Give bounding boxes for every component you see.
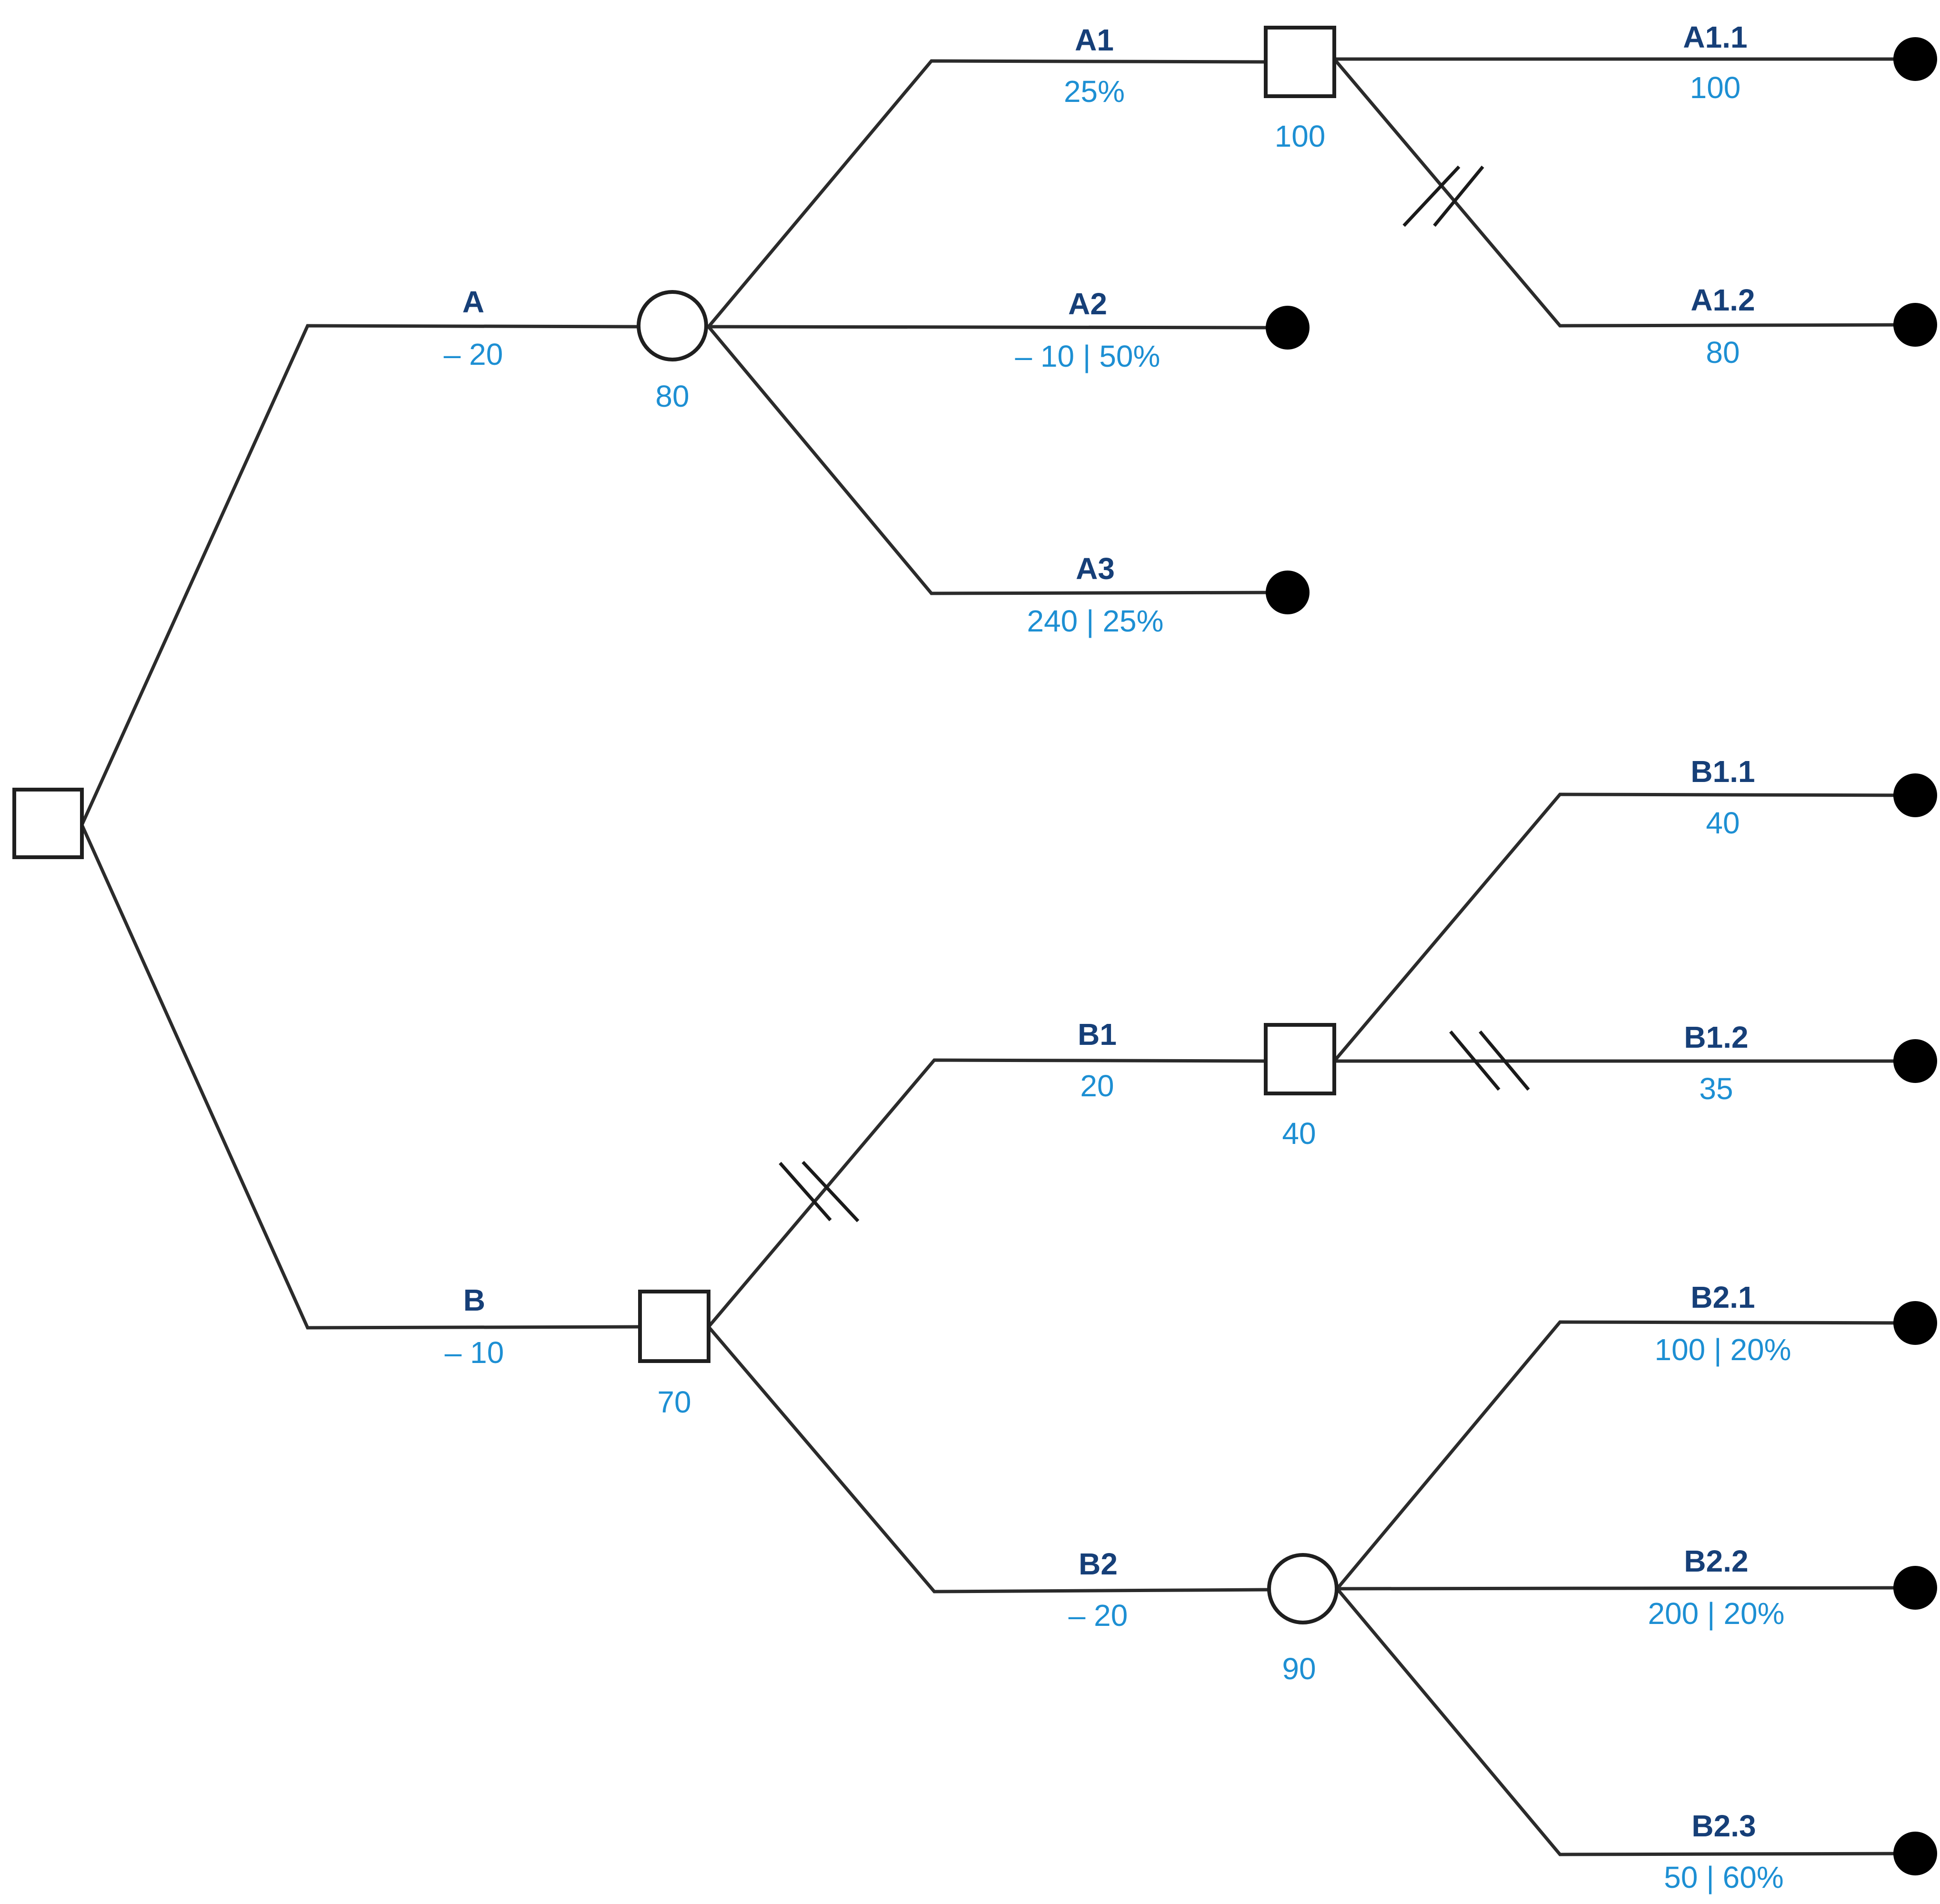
branch-name-b1: B1 bbox=[1078, 1017, 1117, 1052]
terminal-a1-1 bbox=[1893, 37, 1937, 81]
branch-value-b2-2: 200 | 20% bbox=[1648, 1596, 1784, 1631]
branch-value-a1: 25% bbox=[1064, 74, 1125, 109]
root-decision-node bbox=[12, 788, 84, 859]
branch-value-a1-2: 80 bbox=[1706, 335, 1740, 370]
branch-value-a2: – 10 | 50% bbox=[1015, 339, 1160, 373]
terminal-b2-1 bbox=[1893, 1301, 1937, 1345]
branch-line-b2 bbox=[707, 1325, 1270, 1593]
branch-line-a1 bbox=[707, 59, 1268, 329]
prune-mark-b1-2 bbox=[1449, 1030, 1530, 1091]
branch-name-b2-2: B2.2 bbox=[1684, 1544, 1748, 1578]
terminal-b2-2 bbox=[1893, 1566, 1937, 1610]
branch-name-a1-1: A1.1 bbox=[1683, 20, 1747, 54]
branch-line-b1 bbox=[707, 1058, 1268, 1329]
branch-name-b2: B2 bbox=[1079, 1547, 1118, 1581]
terminal-b2-3 bbox=[1893, 1832, 1937, 1875]
node-value-b2: 90 bbox=[1282, 1652, 1316, 1686]
branch-value-a1-1: 100 bbox=[1690, 70, 1741, 105]
branch-line-b2-2 bbox=[1335, 1586, 1917, 1591]
decision-node-a1 bbox=[1264, 26, 1336, 98]
branch-name-b2-1: B2.1 bbox=[1690, 1280, 1755, 1314]
terminal-a1-2 bbox=[1893, 303, 1937, 347]
node-value-a1: 100 bbox=[1275, 119, 1326, 153]
terminal-a3 bbox=[1266, 571, 1310, 614]
branch-line-b2-3 bbox=[1335, 1587, 1917, 1856]
chance-node-a bbox=[637, 290, 708, 361]
decision-node-b bbox=[638, 1290, 710, 1363]
branch-name-a3: A3 bbox=[1076, 551, 1115, 586]
branch-line-a1-2 bbox=[1332, 57, 1917, 328]
branch-line-a bbox=[80, 324, 642, 827]
branch-name-a1: A1 bbox=[1075, 23, 1114, 57]
branch-name-b1-2: B1.2 bbox=[1684, 1020, 1748, 1054]
terminal-a2 bbox=[1266, 306, 1310, 350]
node-value-a: 80 bbox=[655, 379, 689, 413]
terminal-b1-2 bbox=[1893, 1039, 1937, 1083]
branch-value-b2-1: 100 | 20% bbox=[1654, 1333, 1791, 1367]
branch-value-b1-1: 40 bbox=[1706, 806, 1740, 840]
prune-mark-a1-2 bbox=[1402, 165, 1484, 227]
prune-mark-b1 bbox=[779, 1161, 860, 1223]
branch-value-a: – 20 bbox=[444, 337, 503, 371]
branch-line-a2 bbox=[707, 325, 1290, 330]
node-value-b: 70 bbox=[657, 1385, 691, 1419]
branch-value-a3: 240 | 25% bbox=[1027, 604, 1163, 638]
branch-line-b bbox=[80, 823, 642, 1330]
branch-name-b2-3: B2.3 bbox=[1691, 1809, 1756, 1843]
node-value-b1: 40 bbox=[1282, 1116, 1316, 1151]
chance-node-b2 bbox=[1267, 1553, 1339, 1624]
branch-name-b: B bbox=[463, 1283, 485, 1317]
branch-value-b1-2: 35 bbox=[1699, 1072, 1733, 1106]
branch-value-b2-3: 50 | 60% bbox=[1664, 1860, 1783, 1894]
branch-value-b2: – 20 bbox=[1069, 1598, 1128, 1633]
branch-name-a: A bbox=[462, 285, 484, 319]
branch-value-b1: 20 bbox=[1080, 1069, 1114, 1103]
branch-line-a3 bbox=[707, 325, 1290, 595]
branch-value-b: – 10 bbox=[445, 1335, 504, 1370]
decision-node-b1 bbox=[1264, 1023, 1336, 1095]
branch-line-b1-1 bbox=[1332, 792, 1917, 1063]
terminal-b1-1 bbox=[1893, 773, 1937, 817]
branch-name-b1-1: B1.1 bbox=[1690, 754, 1755, 789]
branch-name-a2: A2 bbox=[1068, 287, 1107, 321]
branch-line-b2-1 bbox=[1335, 1320, 1917, 1591]
branch-name-a1-2: A1.2 bbox=[1690, 283, 1755, 317]
